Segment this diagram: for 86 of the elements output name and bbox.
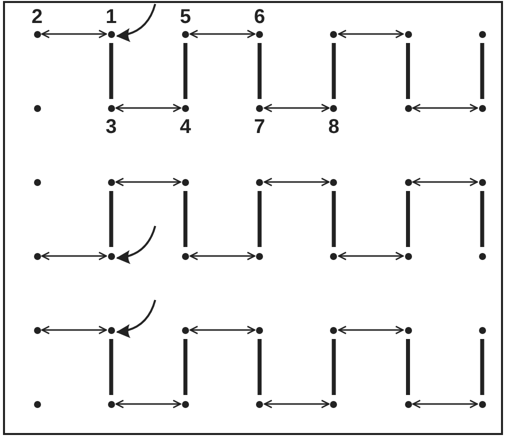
point-number: 8 bbox=[327, 117, 340, 137]
connector-line bbox=[480, 191, 484, 247]
double-arrow bbox=[338, 326, 404, 334]
connector-line bbox=[109, 43, 114, 99]
dot bbox=[256, 400, 264, 408]
double-arrow bbox=[115, 104, 182, 112]
dot bbox=[478, 178, 486, 186]
connector-line bbox=[406, 339, 410, 395]
dot bbox=[330, 178, 338, 186]
connector-line bbox=[183, 191, 188, 247]
connector-line bbox=[332, 43, 336, 99]
point-number: 2 bbox=[30, 7, 44, 27]
dot bbox=[34, 30, 40, 38]
dot bbox=[404, 326, 412, 334]
dot bbox=[404, 252, 412, 260]
connector-line bbox=[109, 191, 114, 247]
dot bbox=[330, 400, 338, 408]
double-arrow bbox=[41, 30, 107, 38]
double-arrow bbox=[412, 178, 478, 186]
dot bbox=[34, 252, 40, 260]
connector-line bbox=[332, 339, 336, 395]
dot bbox=[34, 326, 40, 334]
dot bbox=[256, 30, 264, 38]
connector-line bbox=[258, 43, 262, 99]
connector-line bbox=[109, 339, 114, 395]
point-number: 5 bbox=[178, 7, 192, 27]
dot bbox=[34, 400, 40, 408]
dot bbox=[256, 252, 264, 260]
double-arrow bbox=[264, 104, 330, 112]
point-number: 7 bbox=[253, 117, 266, 137]
dot bbox=[478, 104, 486, 112]
double-arrow bbox=[264, 400, 330, 408]
dot bbox=[330, 104, 338, 112]
dot bbox=[478, 400, 486, 408]
dot bbox=[330, 30, 338, 38]
dot bbox=[108, 104, 115, 112]
dot bbox=[182, 252, 189, 260]
dot bbox=[404, 30, 412, 38]
double-arrow bbox=[190, 30, 256, 38]
dot bbox=[256, 326, 264, 334]
dot bbox=[108, 178, 115, 186]
dot bbox=[182, 104, 189, 112]
dot bbox=[256, 104, 264, 112]
dot bbox=[478, 252, 486, 260]
connector-line bbox=[480, 339, 484, 395]
double-arrow bbox=[41, 326, 107, 334]
double-arrow bbox=[412, 104, 478, 112]
point-number: 1 bbox=[104, 7, 118, 27]
dot bbox=[108, 252, 115, 260]
dot bbox=[182, 326, 189, 334]
connector-line bbox=[406, 43, 410, 99]
double-arrow bbox=[338, 30, 404, 38]
dot bbox=[108, 30, 115, 38]
dot bbox=[34, 178, 40, 186]
point-number: 4 bbox=[178, 117, 192, 137]
double-arrow bbox=[190, 326, 256, 334]
dot bbox=[404, 400, 412, 408]
dot bbox=[182, 178, 189, 186]
dot bbox=[404, 178, 412, 186]
point-number: 6 bbox=[253, 7, 266, 27]
double-arrow bbox=[115, 400, 182, 408]
dot bbox=[108, 400, 115, 408]
dot bbox=[330, 252, 338, 260]
double-arrow bbox=[41, 252, 107, 260]
dot bbox=[108, 326, 115, 334]
connector-line bbox=[332, 191, 336, 247]
dot bbox=[404, 104, 412, 112]
dot bbox=[256, 178, 264, 186]
dot bbox=[34, 104, 40, 112]
double-arrow bbox=[338, 252, 404, 260]
double-arrow bbox=[115, 178, 182, 186]
dot bbox=[330, 326, 338, 334]
point-number: 3 bbox=[104, 117, 118, 137]
double-arrow bbox=[190, 252, 256, 260]
connector-line bbox=[183, 339, 188, 395]
double-arrow bbox=[264, 178, 330, 186]
connector-line bbox=[480, 43, 484, 99]
dot bbox=[182, 400, 189, 408]
dot bbox=[478, 30, 486, 38]
connector-line bbox=[258, 339, 262, 395]
dot bbox=[478, 326, 486, 334]
dot bbox=[182, 30, 189, 38]
double-arrow bbox=[412, 400, 478, 408]
connector-line bbox=[406, 191, 410, 247]
connector-line bbox=[183, 43, 188, 99]
connector-line bbox=[258, 191, 262, 247]
